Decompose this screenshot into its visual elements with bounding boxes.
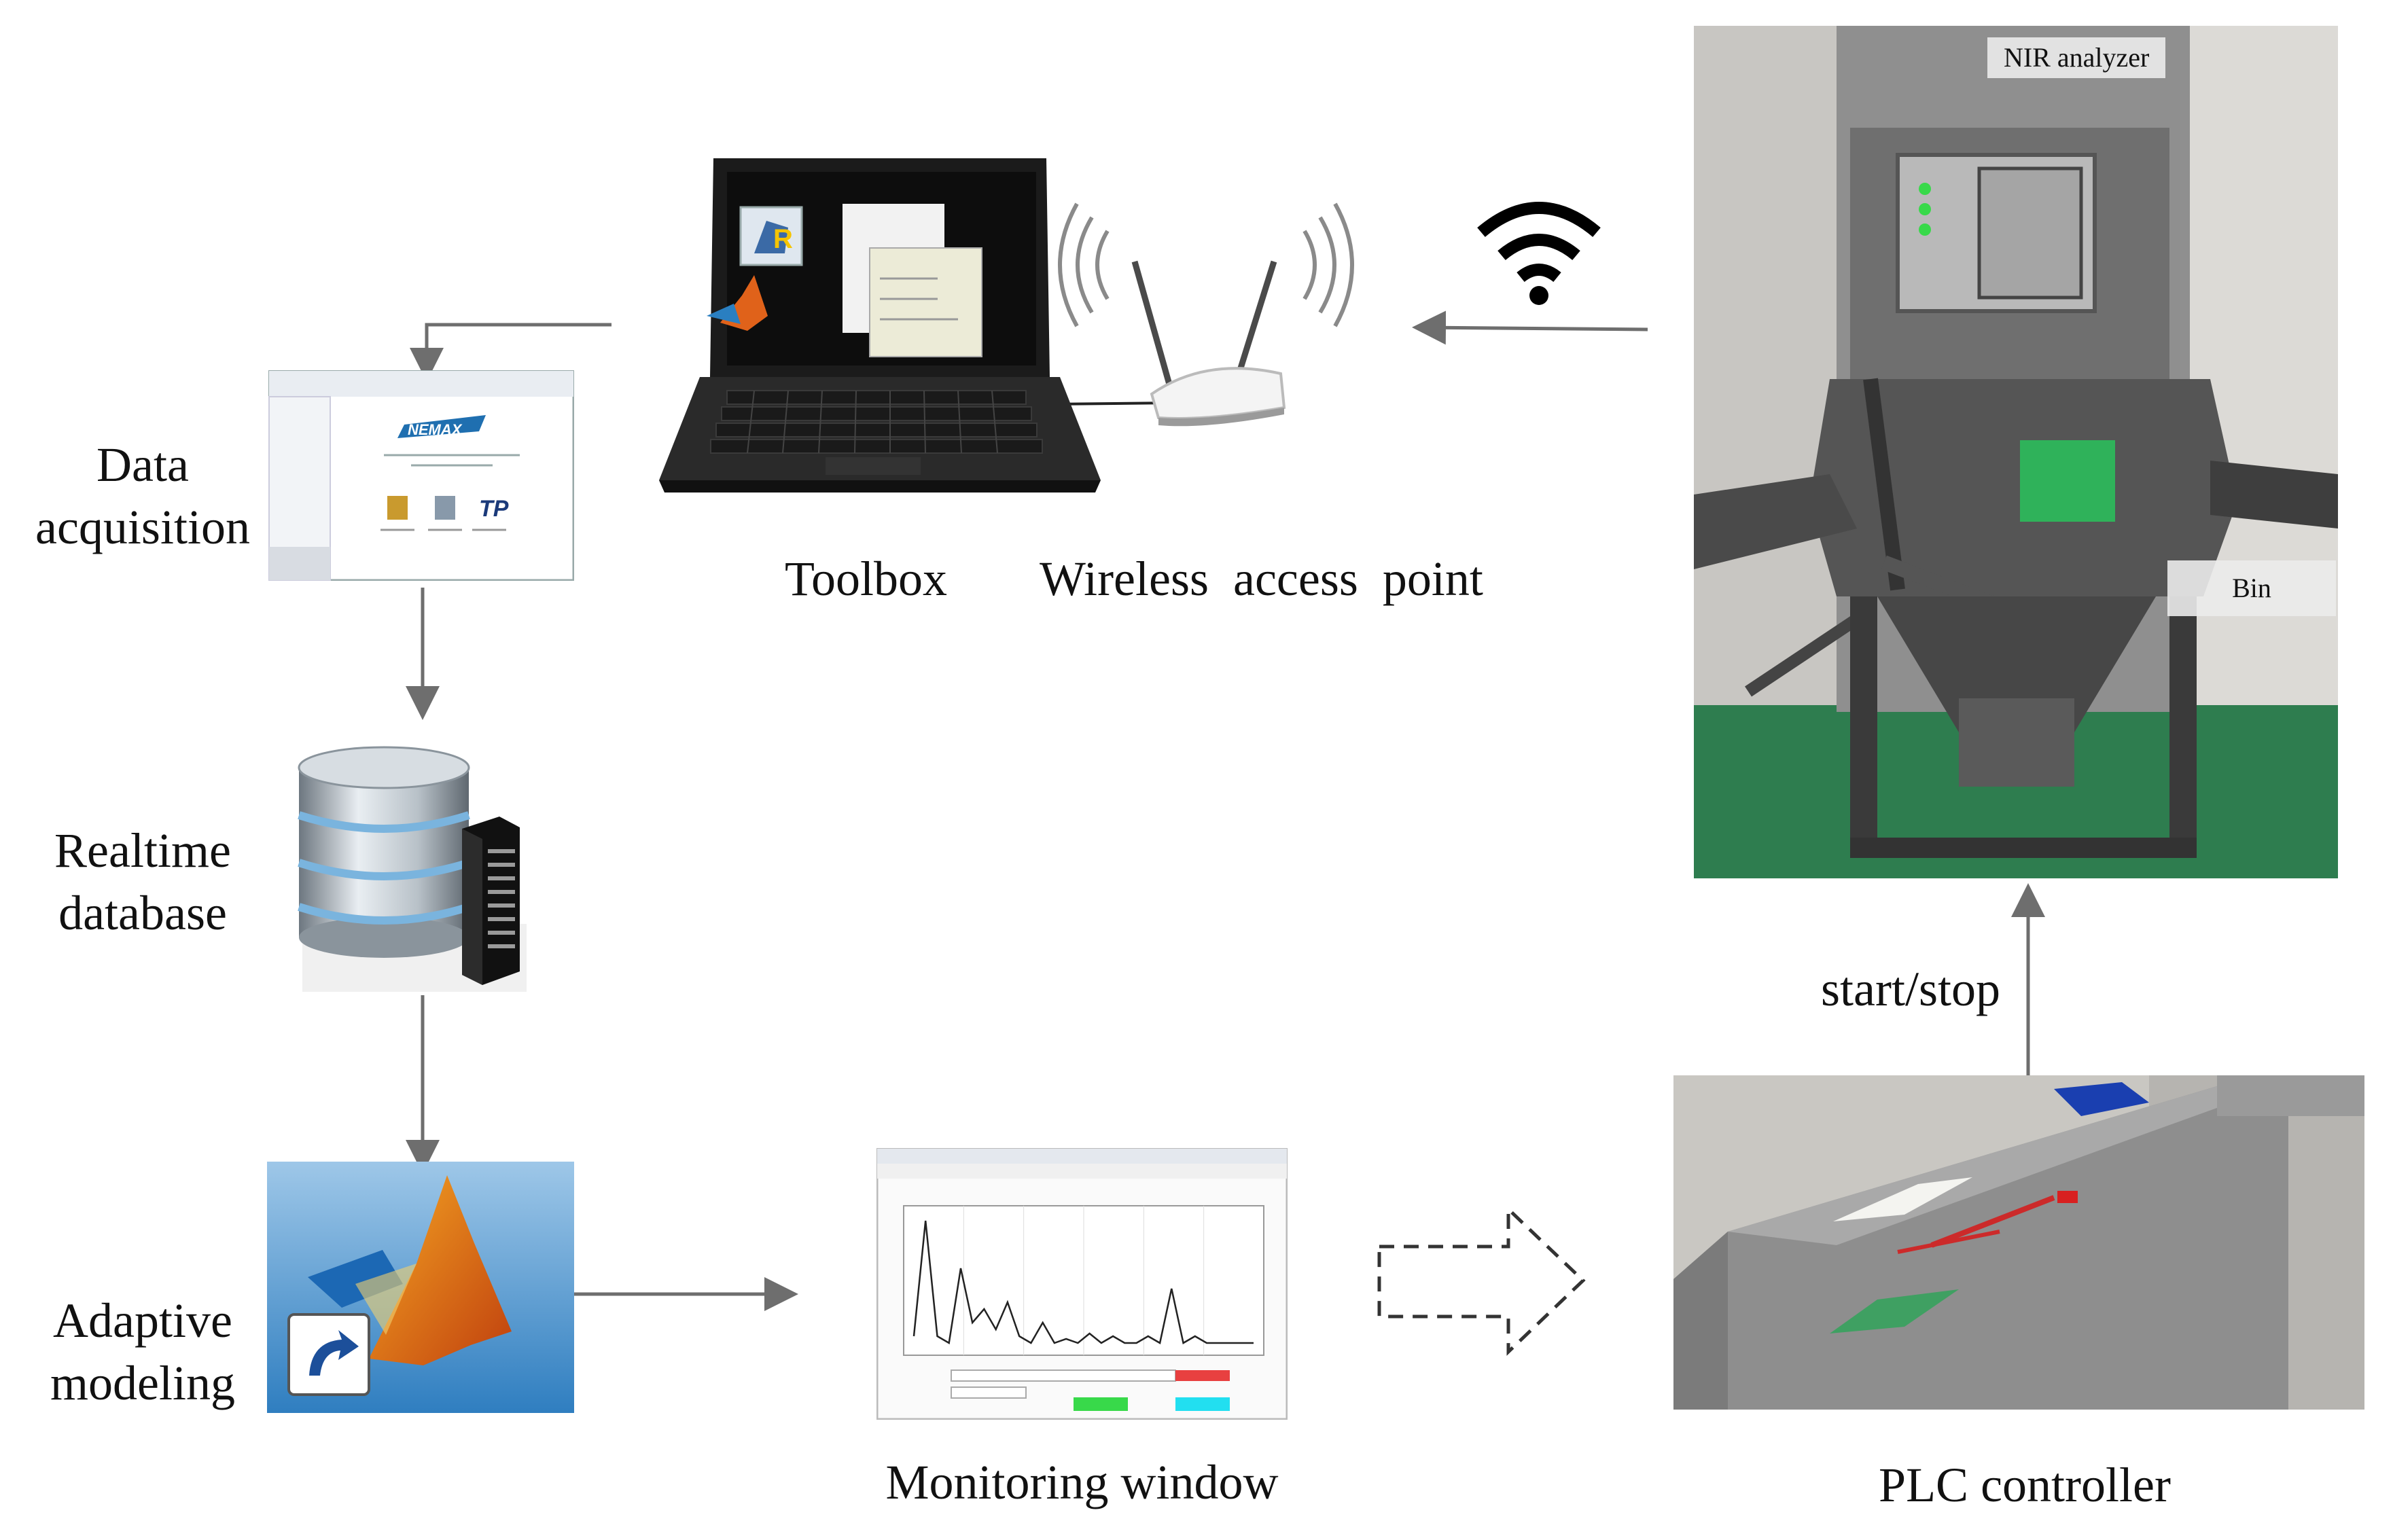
nir-analyzer-tag: NIR analyzer (1987, 37, 2166, 78)
matlab-icon (267, 1162, 574, 1413)
arrow-toolbox-to-acquisition (410, 323, 611, 382)
label-realtime-line1: Realtime (54, 823, 231, 878)
monitoring-chart-icon (876, 1148, 1288, 1420)
label-data-acquisition-line1: Data (96, 437, 189, 492)
plc-controller-photo (1673, 1075, 2364, 1410)
laptop-icon: R (659, 158, 1101, 493)
label-adaptive-line1: Adaptive (53, 1293, 232, 1348)
label-data-acquisition-line2: acquisition (35, 500, 250, 554)
label-wireless-access-point: Wireless access point (1040, 552, 1483, 606)
monitor-series-line (912, 1220, 1254, 1344)
label-monitoring-window: Monitoring window (885, 1455, 1279, 1509)
label-plc-controller: PLC controller (1879, 1458, 2171, 1512)
wireless-router-icon (1058, 202, 1354, 427)
database-icon (298, 746, 527, 992)
nir-analyzer-photo (1694, 26, 2338, 878)
dashed-arrow-monitor-to-plc (1377, 1205, 1586, 1356)
svg-text:NEMAX: NEMAX (408, 421, 463, 438)
wifi-icon (1477, 202, 1601, 305)
software-window-icon: NEMAX TP (268, 370, 574, 581)
label-adaptive-line2: modeling (50, 1356, 235, 1410)
bin-tag: Bin (2167, 560, 2336, 616)
label-toolbox: Toolbox (785, 552, 947, 606)
arrow-nir-to-router (1412, 310, 1648, 345)
svg-text:TP: TP (479, 496, 509, 522)
svg-text:R: R (773, 224, 793, 254)
label-realtime-line2: database (58, 886, 227, 940)
label-start-stop: start/stop (1821, 962, 2000, 1016)
